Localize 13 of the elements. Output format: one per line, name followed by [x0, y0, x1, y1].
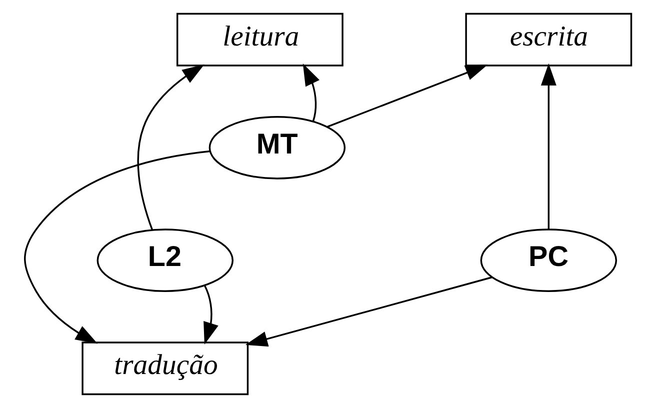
arrow	[326, 64, 488, 128]
node-ellipse: L2	[96, 228, 234, 292]
arrow	[540, 63, 556, 230]
node-box: tradução	[81, 342, 248, 396]
node-ellipse: MT	[208, 116, 346, 180]
node-box: leitura	[176, 12, 343, 66]
arrow	[136, 64, 204, 230]
node-ellipse: PC	[480, 228, 617, 292]
arrow	[24, 150, 210, 344]
arrow	[244, 276, 492, 347]
arrow	[302, 63, 319, 122]
arrow	[203, 285, 218, 344]
node-box: escrita	[464, 12, 632, 66]
